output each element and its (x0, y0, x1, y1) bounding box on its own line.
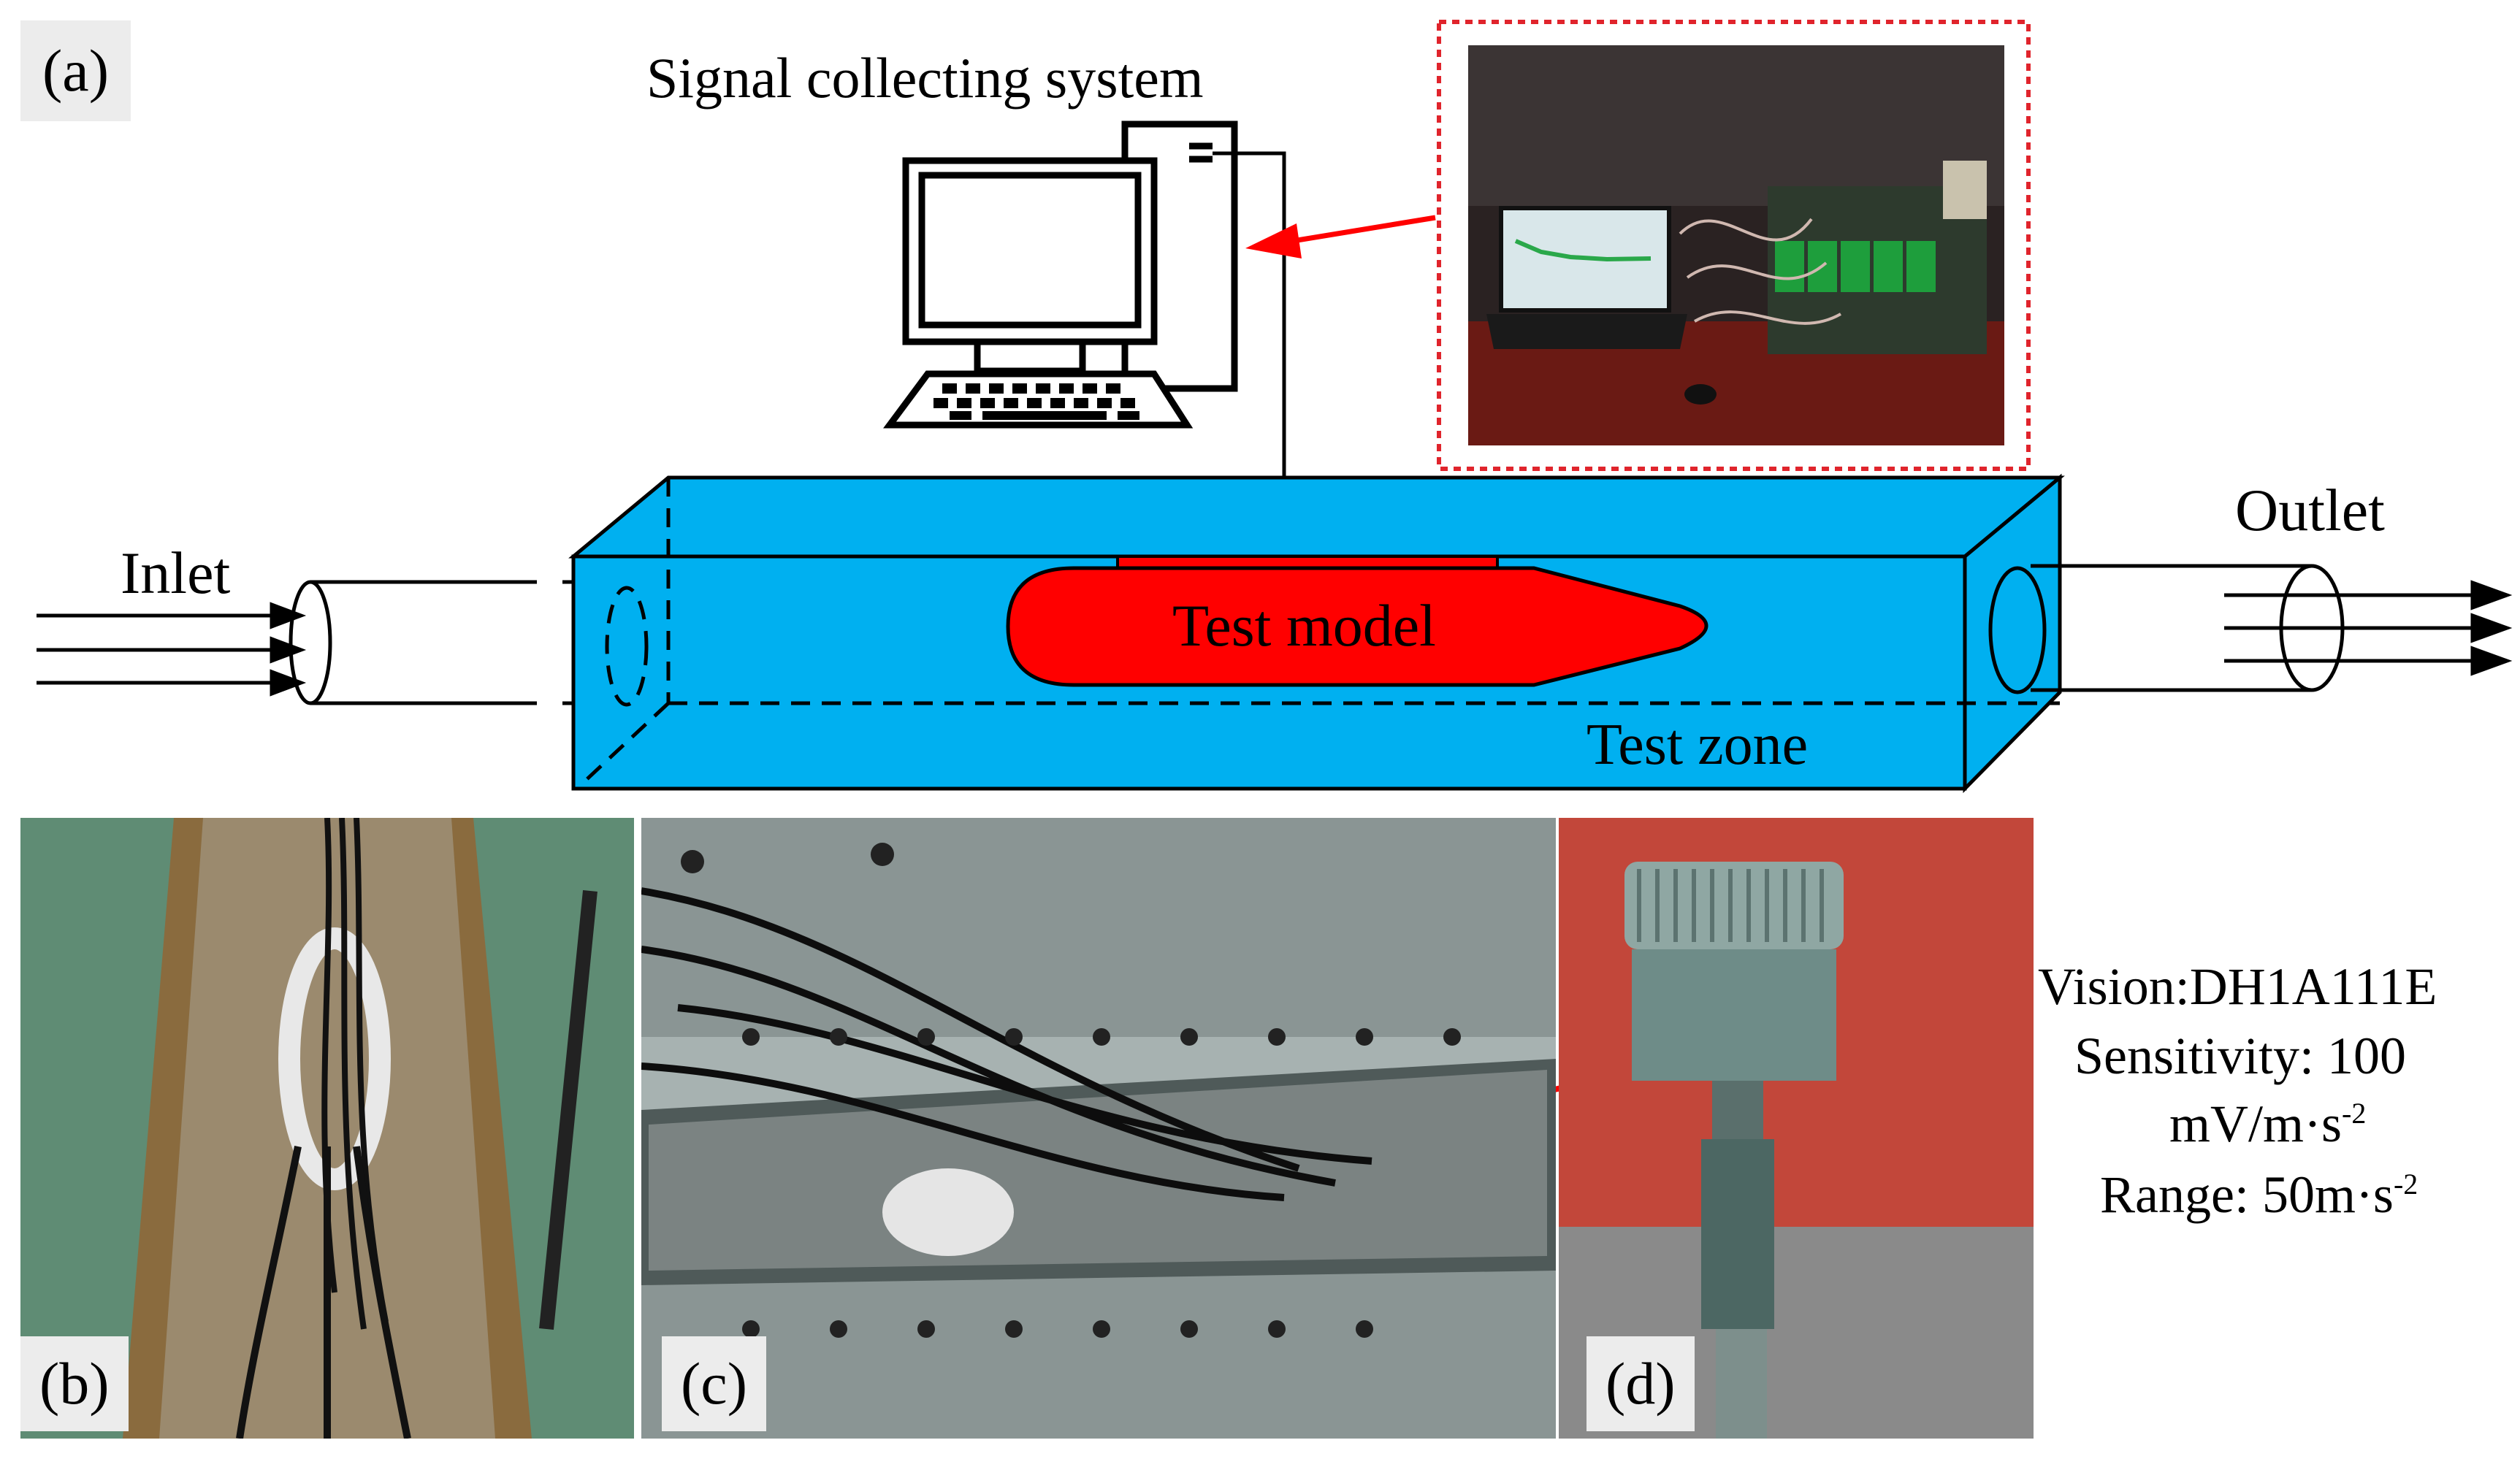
outlet-label: Outlet (2235, 477, 2385, 543)
model-in-tunnel-photo (641, 818, 1556, 1439)
inlet-pipe (289, 580, 592, 705)
panel-label-b: (b) (20, 1336, 129, 1431)
photo-panel-c: (c) (641, 818, 1556, 1439)
test-model-shape (1006, 555, 1708, 687)
test-section-photo (20, 818, 634, 1439)
sensor-sensitivity-text: Sensitivity: 100 (2074, 1027, 2407, 1085)
photo-panel-d: (d) (1559, 818, 2034, 1439)
range-exponent: -2 (2393, 1168, 2418, 1200)
outlet-flow-arrows (2224, 580, 2513, 676)
range-base: Range: 50m·s (2100, 1165, 2394, 1224)
inlet-label: Inlet (121, 540, 231, 606)
computer-icon (883, 120, 1238, 429)
sensor-sensitivity-unit: mV/m·s-2 (2169, 1094, 2366, 1154)
photo-panel-b: (b) (20, 818, 634, 1439)
panel-label-c: (c) (662, 1336, 767, 1431)
photo-highlight-frame (1437, 20, 2031, 471)
sensitivity-unit-exponent: -2 (2342, 1097, 2367, 1130)
arrow-to-computer (1245, 215, 1436, 259)
panel-label-a: (a) (20, 20, 131, 121)
keyboard-keys (933, 383, 1139, 420)
sensor-vision-text: Vision:DH1A111E (2038, 957, 2437, 1016)
lab-equipment-photo (1468, 45, 2004, 445)
sensitivity-unit-base: mV/m·s (2169, 1095, 2343, 1153)
sensor-range-text: Range: 50m·s-2 (2100, 1165, 2418, 1225)
test-zone-label: Test zone (1587, 713, 1809, 777)
panel-label-d: (d) (1587, 1336, 1695, 1431)
test-model-label: Test model (1172, 592, 1436, 659)
signal-cable (1213, 151, 1286, 556)
inlet-flow-arrows (37, 602, 307, 697)
signal-system-label: Signal collecting system (646, 46, 1204, 110)
